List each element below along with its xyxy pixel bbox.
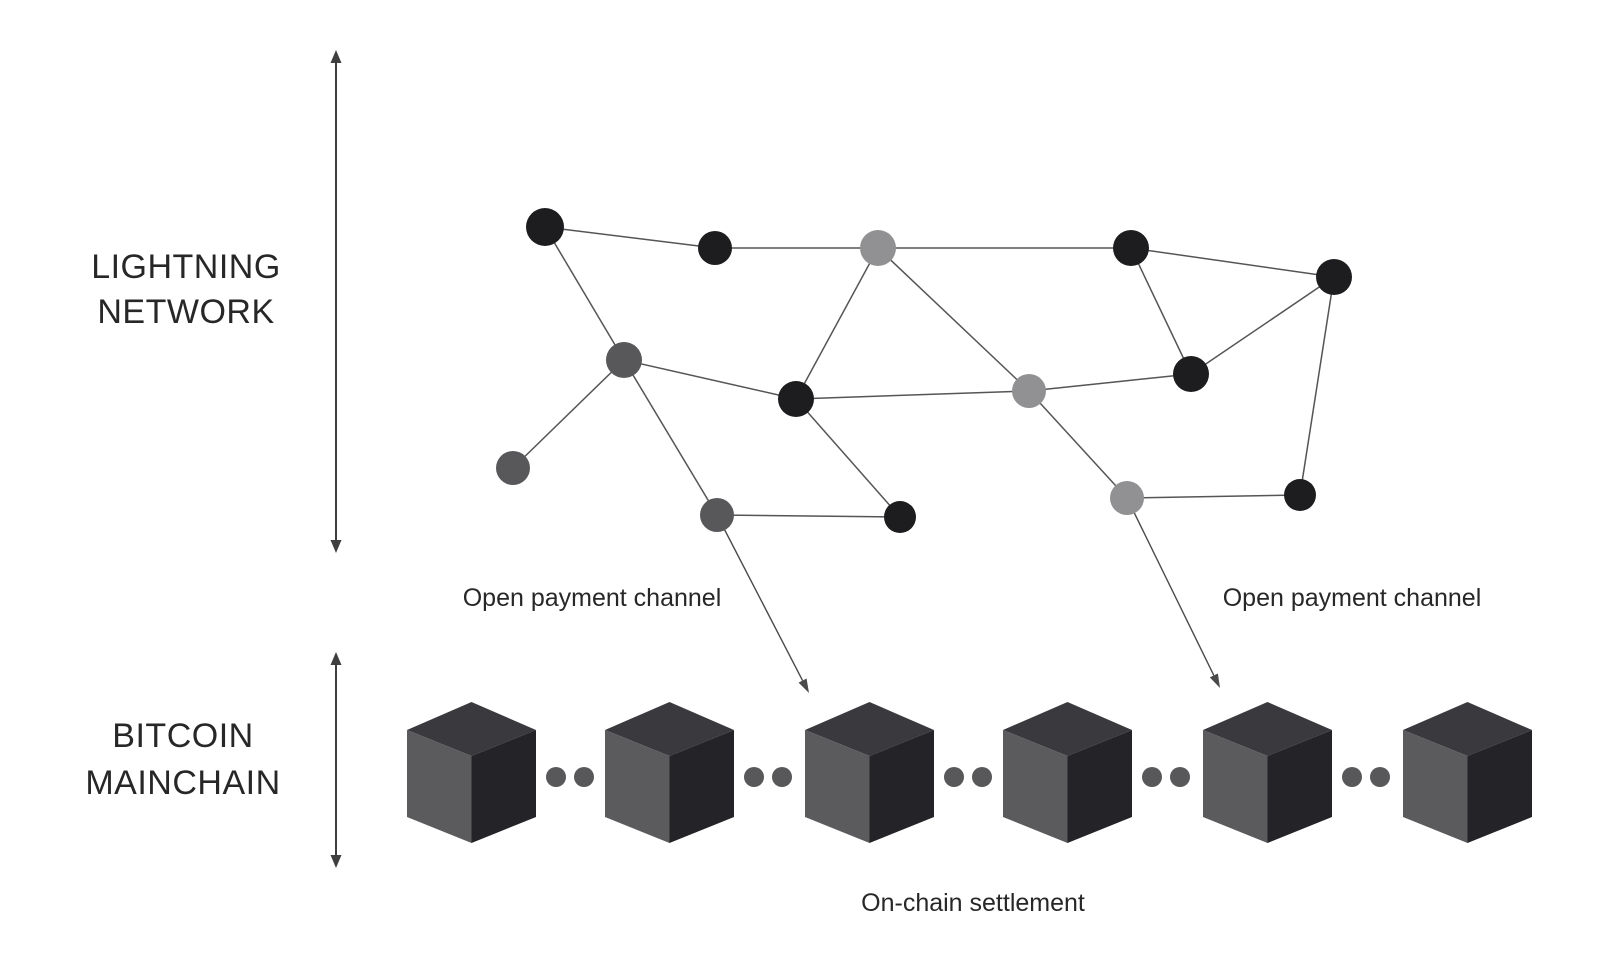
block-4 [1003,702,1132,843]
network-node-F [700,498,734,532]
channel-edge-L-M [1028,390,1128,499]
network-node-I [1113,230,1149,266]
channel-edge-D-E [512,359,625,469]
block-2 [605,702,734,843]
open-payment-channel-label-right: Open payment channel [1223,584,1482,612]
network-node-C [860,230,896,266]
chain-dot-1-1 [546,767,566,787]
mainchain-span-arrow-head-up [330,652,342,665]
channel-edge-G-H [795,398,901,518]
network-node-B [698,231,732,265]
payment-channel-edges-layer [512,226,1335,518]
bitcoin-mainchain-label-line2: MAINCHAIN [85,764,280,802]
open-channel-arrow-shaft-1 [716,514,804,681]
open-payment-channel-label-left: Open payment channel [463,584,722,612]
network-node-L [1012,374,1046,408]
lightning-network-label-line2: NETWORK [97,293,274,331]
lightning-span-arrow [330,50,342,553]
span-arrows-layer [330,50,342,868]
lightning-span-arrow-head-down [330,540,342,553]
channel-edge-J-K [1190,276,1335,375]
channel-edge-I-K [1130,247,1192,375]
chain-dot-3-1 [944,767,964,787]
open-channel-arrow-shaft-2 [1126,497,1215,676]
block-3-right-face [869,730,934,843]
chain-dot-2-2 [772,767,792,787]
open-channel-arrow-head-1 [798,678,809,693]
open-channel-arrow-head-2 [1209,673,1220,688]
block-2-right-face [669,730,734,843]
chain-dot-4-2 [1170,767,1190,787]
chain-dot-3-2 [972,767,992,787]
blockchain-blocks-layer [407,702,1532,843]
chain-dot-4-1 [1142,767,1162,787]
network-node-M [1110,481,1144,515]
block-6-left-face [1403,730,1468,843]
chain-dot-5-1 [1342,767,1362,787]
network-node-E [496,451,530,485]
block-2-top-face [605,702,734,756]
channel-edge-D-F [623,359,718,516]
block-5-top-face [1203,702,1332,756]
mainchain-span-arrow-head-down [330,855,342,868]
block-4-left-face [1003,730,1068,843]
block-6-right-face [1467,730,1532,843]
open-channel-arrow-1 [716,514,809,693]
channel-edge-C-G [795,247,879,400]
network-node-K [1173,356,1209,392]
channel-edge-F-H [716,514,901,518]
block-3 [805,702,934,843]
mainchain-span-arrow [330,652,342,868]
channel-edge-A-D [544,226,625,361]
lightning-span-arrow-head-up [330,50,342,63]
network-node-J [1316,259,1352,295]
block-1-top-face [407,702,536,756]
block-5-left-face [1203,730,1268,843]
block-3-left-face [805,730,870,843]
chain-dot-5-2 [1370,767,1390,787]
channel-edge-J-N [1299,276,1335,496]
block-5 [1203,702,1332,843]
block-2-left-face [605,730,670,843]
channel-edge-D-G [623,359,797,400]
block-1-right-face [471,730,536,843]
network-node-G [778,381,814,417]
open-channel-arrow-2 [1126,497,1220,688]
block-1 [407,702,536,843]
network-node-N [1284,479,1316,511]
block-5-right-face [1267,730,1332,843]
channel-edge-G-L [795,390,1030,400]
network-node-H [884,501,916,533]
block-6 [1403,702,1532,843]
network-node-A [526,208,564,246]
block-4-top-face [1003,702,1132,756]
block-4-right-face [1067,730,1132,843]
channel-edge-C-L [877,247,1030,392]
channel-edge-K-L [1028,373,1192,392]
block-6-top-face [1403,702,1532,756]
chain-dot-1-2 [574,767,594,787]
network-nodes-layer [496,208,1352,533]
block-3-top-face [805,702,934,756]
on-chain-settlement-label: On-chain settlement [861,889,1085,917]
chain-dot-2-1 [744,767,764,787]
lightning-network-label-line1: LIGHTNING [91,248,281,286]
channel-edge-A-B [544,226,716,249]
channel-arrows-layer [716,497,1220,693]
bitcoin-mainchain-label-line1: BITCOIN [112,717,253,755]
block-1-left-face [407,730,472,843]
channel-edge-I-J [1130,247,1335,278]
network-node-D [606,342,642,378]
channel-edge-M-N [1126,494,1301,499]
